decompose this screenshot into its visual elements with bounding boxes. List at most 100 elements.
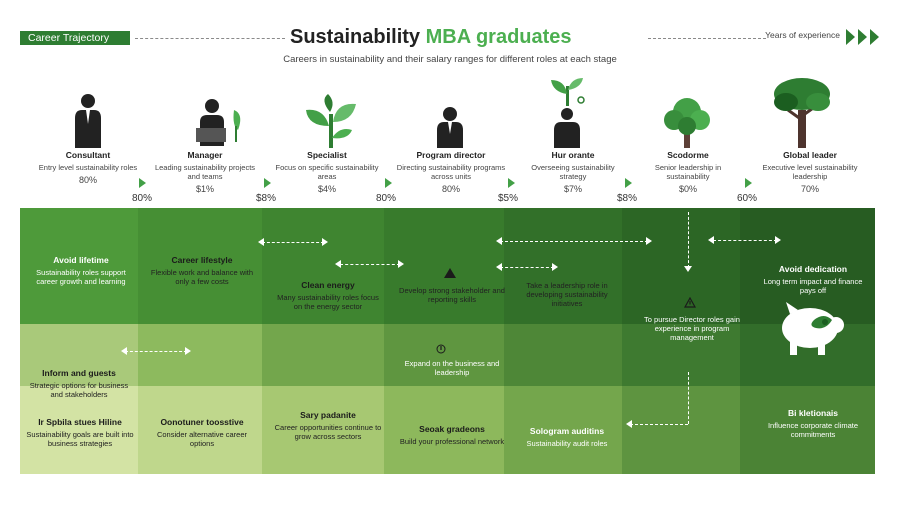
stage-pct: $7% xyxy=(563,184,582,194)
person-laptop-icon xyxy=(196,99,241,146)
title-main: Sustainability xyxy=(290,26,421,48)
piggy-bank-icon xyxy=(782,302,844,355)
between-pct: 80% xyxy=(376,193,397,204)
cell-text: Take a leadership role in developing sus… xyxy=(526,281,608,308)
title-tail: graduates xyxy=(475,26,572,48)
stage-pct: 80% xyxy=(78,175,97,185)
grid-cell: Sary padanite Career opportunities conti… xyxy=(272,410,384,441)
header-divider-left xyxy=(135,38,285,39)
cell-title: Avoid dedication xyxy=(778,264,848,274)
grid-cell: Clean energy Many sustainability roles f… xyxy=(272,280,384,311)
stage-5: Hur orante Overseeing sustainability str… xyxy=(518,150,628,194)
cell-title: Sary padanite xyxy=(300,410,356,420)
cell-title: Bi kletionais xyxy=(787,408,839,418)
arrow-right-icon xyxy=(552,263,558,271)
page-title: Sustainability MBA graduates xyxy=(290,26,572,49)
stage-pct: 80% xyxy=(441,184,460,194)
step-arrow-icon xyxy=(508,178,515,188)
cell-title: Oonotuner toosstive xyxy=(160,417,244,427)
grid-block xyxy=(384,208,504,324)
grid-block xyxy=(262,386,384,474)
arrow-left-icon xyxy=(496,263,502,271)
arrow-left-icon xyxy=(258,238,264,246)
header-note: Years of experience xyxy=(765,30,840,40)
info-icon xyxy=(436,344,446,354)
stage-7: Global leader Executive level sustainabi… xyxy=(755,150,865,194)
big-tree-icon xyxy=(774,78,830,148)
between-pct: 60% xyxy=(737,193,758,204)
stage-title: Scodorme xyxy=(667,150,709,160)
stage-title: Consultant xyxy=(65,150,111,160)
cell-text: Sustainability goals are built into busi… xyxy=(26,430,134,448)
step-arrow-icon xyxy=(625,178,632,188)
between-pct: $8% xyxy=(617,193,638,204)
chevron-right-icon xyxy=(870,29,879,45)
arrow-left-icon xyxy=(335,260,341,268)
stage-pct: $1% xyxy=(195,184,214,194)
between-pct: $8% xyxy=(256,193,277,204)
arrow-right-icon xyxy=(185,347,191,355)
stage-desc: Directing sustainability programs across… xyxy=(396,163,506,181)
cell-text: Long term impact and finance pays off xyxy=(763,277,863,295)
stage-desc: Leading sustainability projects and team… xyxy=(154,163,256,181)
step-arrow-icon xyxy=(264,178,271,188)
stage-pct: 70% xyxy=(800,184,819,194)
grid-block xyxy=(504,386,622,474)
grid-cell: Oonotuner toosstive Consider alternative… xyxy=(146,417,258,448)
dashed-connector xyxy=(688,372,689,424)
grid-block xyxy=(622,208,740,324)
cell-title: Avoid lifetime xyxy=(53,255,109,265)
grid-block xyxy=(384,324,504,386)
grid-block xyxy=(138,208,262,324)
cell-title: Clean energy xyxy=(301,280,355,290)
grid-block xyxy=(504,324,622,386)
dashed-connector xyxy=(500,241,648,242)
arrow-left-icon xyxy=(496,237,502,245)
cell-text: Flexible work and balance with only a fe… xyxy=(150,268,254,286)
grid-cell: Bi kletionais Influence corporate climat… xyxy=(758,408,868,439)
grid-block xyxy=(622,324,740,386)
stage-desc: Senior leadership in sustainability xyxy=(654,163,722,181)
stage-title: Specialist xyxy=(307,150,347,160)
dashed-connector xyxy=(713,240,777,241)
dashed-connector xyxy=(630,424,688,425)
arrow-right-icon xyxy=(322,238,328,246)
dashed-connector xyxy=(500,267,554,268)
chevron-right-icon xyxy=(858,29,867,45)
grid-block xyxy=(20,324,138,386)
stage-title: Program director xyxy=(416,150,486,160)
grid-cell: Career lifestyle Flexible work and balan… xyxy=(146,255,258,286)
cell-title: Ir Spbila stues Hiline xyxy=(38,417,122,427)
grid-cell: Expand on the business and leadership xyxy=(396,356,508,377)
grid-cell: Inform and guests Strategic options for … xyxy=(24,368,134,399)
arrow-left-icon xyxy=(626,420,632,428)
stage-desc: Focus on specific sustainability areas xyxy=(275,163,379,181)
arrow-left-icon xyxy=(121,347,127,355)
cell-text: To pursue Director roles gain experience… xyxy=(644,315,740,342)
grid-block xyxy=(384,386,504,474)
between-pct: $5% xyxy=(498,193,519,204)
stage-3: Specialist Focus on specific sustainabil… xyxy=(272,150,382,194)
arrow-left-icon xyxy=(708,236,714,244)
grid-block xyxy=(622,386,740,474)
grid-block xyxy=(504,208,622,324)
person-icon xyxy=(75,94,101,148)
dashed-connector xyxy=(125,351,187,352)
stage-desc: Executive level sustainability leadershi… xyxy=(762,163,858,181)
dashed-connector xyxy=(262,242,324,243)
stage-4: Program director Directing sustainabilit… xyxy=(396,150,506,194)
grid-cell: To pursue Director roles gain experience… xyxy=(640,312,744,342)
grid-block xyxy=(138,324,262,386)
cell-text: Develop strong stakeholder and reporting… xyxy=(399,286,505,304)
step-arrow-icon xyxy=(139,178,146,188)
stage-6: Scodorme Senior leadership in sustainabi… xyxy=(633,150,743,194)
header-divider-right xyxy=(648,38,766,39)
grid-block xyxy=(138,386,262,474)
grid-block xyxy=(20,208,138,324)
cell-text: Many sustainability roles focus on the e… xyxy=(277,293,379,311)
person-icon xyxy=(437,107,463,148)
arrow-right-icon xyxy=(398,260,404,268)
grid-cell: Avoid lifetime Sustainability roles supp… xyxy=(26,255,136,286)
cell-text: Expand on the business and leadership xyxy=(404,359,500,377)
cell-title: Inform and guests xyxy=(42,368,116,378)
